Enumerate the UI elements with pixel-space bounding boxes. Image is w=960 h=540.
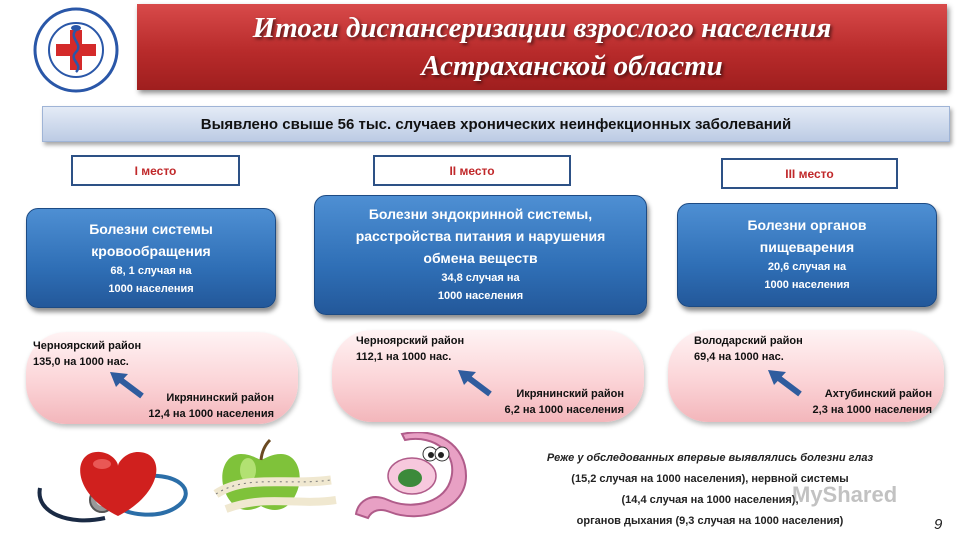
ministry-logo — [22, 6, 130, 94]
disease-name-line: пищеварения — [759, 239, 855, 255]
disease-rate-line: 68, 1 случая на — [110, 265, 192, 277]
low-district-value: 2,3 на 1000 населения — [812, 404, 932, 416]
title-line-2: Астраханской области — [421, 50, 723, 82]
high-district-value: 135,0 на 1000 нас. — [33, 356, 129, 368]
low-district-name: Ахтубинский район — [824, 388, 932, 400]
arrow-up-left-icon — [110, 372, 144, 399]
low-district-name: Икрянинский район — [166, 392, 274, 404]
footnote-line: (15,2 случая на 1000 населения), нервной… — [571, 473, 849, 485]
disease-rate-line: 20,6 случая на — [767, 261, 847, 273]
disease-card-2: Болезни эндокринной системы, расстройств… — [314, 195, 647, 315]
high-district-value: 69,4 на 1000 нас. — [694, 351, 784, 363]
disease-rate-line: 1000 населения — [108, 283, 194, 295]
footnote-line: (14,4 случая на 1000 населения), — [621, 494, 799, 506]
headline-bar: Выявлено свыше 56 тыс. случаев хроническ… — [42, 106, 950, 142]
place-label-2: II место — [373, 155, 571, 186]
title-banner: Итоги диспансеризации взрослого населени… — [137, 4, 947, 90]
page-number: 9 — [934, 516, 943, 533]
footnote-line: органов дыхания (9,3 случая на 1000 насе… — [576, 515, 844, 527]
apple-measuring-tape-image — [213, 438, 337, 513]
disease-name-line: Болезни органов — [747, 217, 867, 233]
high-district-name: Черноярский район — [356, 335, 465, 347]
disease-card-1: Болезни системы кровообращения 68, 1 слу… — [26, 208, 276, 308]
low-district-value: 12,4 на 1000 населения — [148, 408, 274, 420]
watermark: MyShared — [792, 482, 898, 507]
arrow-up-left-icon — [458, 370, 492, 397]
footnote-line: Реже у обследованных впервые выявлялись … — [546, 452, 874, 464]
high-district-value: 112,1 на 1000 нас. — [356, 351, 452, 363]
arrow-up-left-icon — [768, 370, 802, 397]
disease-card-3: Болезни органов пищеварения 20,6 случая … — [677, 203, 937, 307]
disease-name-line: расстройства питания и нарушения — [355, 228, 606, 244]
title-line-1: Итоги диспансеризации взрослого населени… — [252, 12, 832, 44]
low-district-name: Икрянинский район — [516, 388, 624, 400]
footnote: Реже у обследованных впервые выявлялись … — [490, 448, 930, 532]
disease-rate-line: 34,8 случая на — [441, 272, 520, 284]
high-district-name: Черноярский район — [33, 340, 142, 352]
disease-name-line: кровообращения — [91, 243, 211, 259]
heart-stethoscope-image — [37, 451, 188, 523]
disease-name-line: Болезни эндокринной системы, — [368, 206, 593, 222]
stomach-image — [354, 432, 468, 520]
place-label-1: I место — [71, 155, 240, 186]
place-label-3: III место — [721, 158, 898, 189]
disease-name-line: обмена веществ — [423, 250, 538, 266]
disease-name-line: Болезни системы — [89, 221, 213, 237]
disease-rate-line: 1000 населения — [764, 279, 850, 291]
district-pill-2: Черноярский район 112,1 на 1000 нас. Икр… — [332, 330, 644, 422]
low-district-value: 6,2 на 1000 населения — [504, 404, 624, 416]
district-pill-1: Черноярский район 135,0 на 1000 нас. Икр… — [26, 332, 298, 424]
district-pill-3: Володарский район 69,4 на 1000 нас. Ахту… — [668, 330, 944, 422]
high-district-name: Володарский район — [694, 335, 803, 347]
disease-rate-line: 1000 населения — [437, 290, 524, 302]
